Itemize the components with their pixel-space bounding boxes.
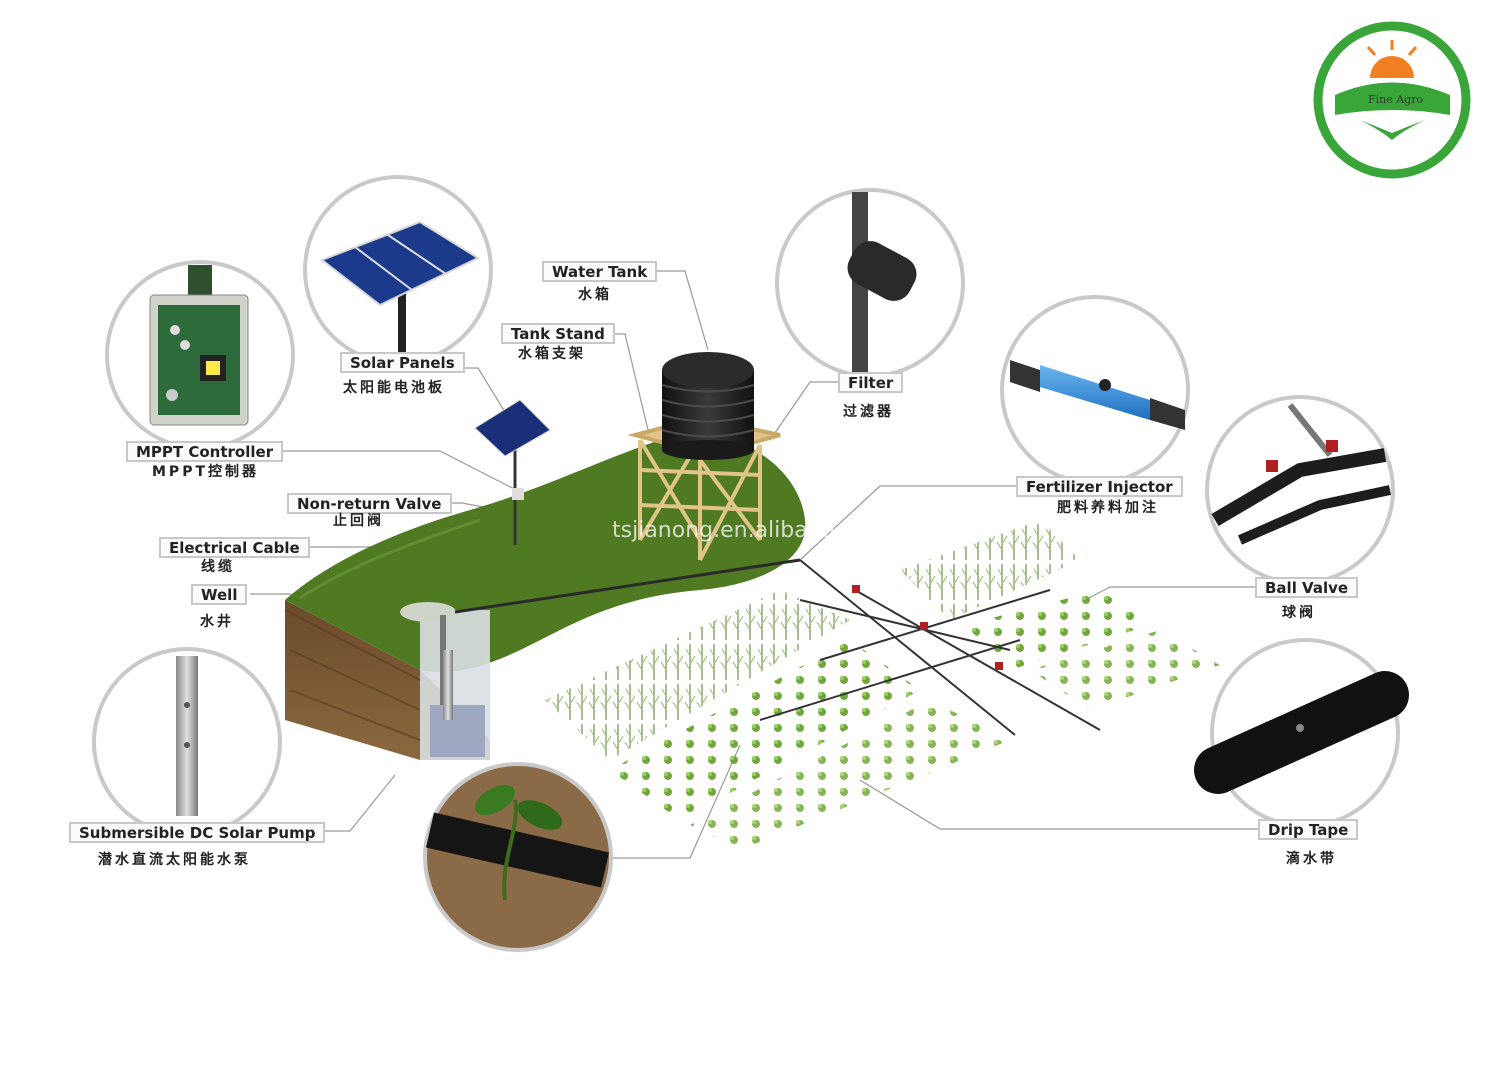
- label-submersible-pump: Submersible DC Solar Pump: [69, 822, 326, 843]
- label-water-tank: Water Tank: [542, 261, 658, 282]
- callout-drip-tape: [1194, 638, 1409, 828]
- label-tank-stand-cn: 水箱支架: [518, 346, 586, 362]
- label-electrical-cable-cn: 线缆: [201, 559, 235, 575]
- watermark: tsjianong.en.alibaba.com: [612, 518, 890, 543]
- label-filter-cn: 过滤器: [843, 404, 894, 420]
- label-submersible-pump-cn: 潜水直流太阳能水泵: [98, 852, 251, 868]
- callout-filter: [775, 188, 965, 378]
- label-solar-panels-cn: 太阳能电池板: [343, 380, 445, 396]
- label-mppt-controller: MPPT Controller: [126, 441, 284, 462]
- valves: [852, 585, 1003, 670]
- crop-fields: [545, 520, 1220, 850]
- water-tank: [661, 352, 755, 460]
- label-electrical-cable: Electrical Cable: [159, 537, 310, 558]
- distribution-pipes: [759, 559, 1101, 736]
- callout-pump: [92, 647, 282, 837]
- label-non-return-valve: Non-return Valve: [287, 493, 452, 514]
- label-solar-panels: Solar Panels: [340, 352, 465, 373]
- well-cylinder: [400, 602, 490, 760]
- callout-seedling: [423, 762, 613, 952]
- label-drip-tape-cn: 滴水带: [1286, 851, 1337, 867]
- logo-text: Fine Agro: [1368, 93, 1424, 106]
- label-filter: Filter: [838, 372, 904, 393]
- small-solar-panel: [474, 399, 551, 545]
- callout-fertilizer-injector: [1000, 295, 1190, 485]
- label-non-return-valve-cn: 止回阀: [333, 513, 384, 529]
- label-fertilizer-injector-cn: 肥料养料加注: [1057, 500, 1159, 516]
- label-ball-valve-cn: 球阀: [1282, 605, 1316, 621]
- label-well-cn: 水井: [200, 614, 234, 630]
- fine-agro-logo: [1313, 21, 1471, 179]
- label-water-tank-cn: 水箱: [578, 287, 612, 303]
- label-drip-tape: Drip Tape: [1258, 819, 1359, 840]
- main-pipe: [454, 558, 801, 614]
- label-mppt-controller-cn: MPPT控制器: [152, 464, 260, 480]
- label-tank-stand: Tank Stand: [501, 323, 615, 344]
- callout-solar-panels: [303, 175, 493, 365]
- label-well: Well: [191, 584, 248, 605]
- callout-mppt: [105, 260, 295, 450]
- label-ball-valve: Ball Valve: [1255, 577, 1359, 598]
- label-fertilizer-injector: Fertilizer Injector: [1016, 476, 1183, 497]
- callout-ball-valve: [1205, 395, 1395, 585]
